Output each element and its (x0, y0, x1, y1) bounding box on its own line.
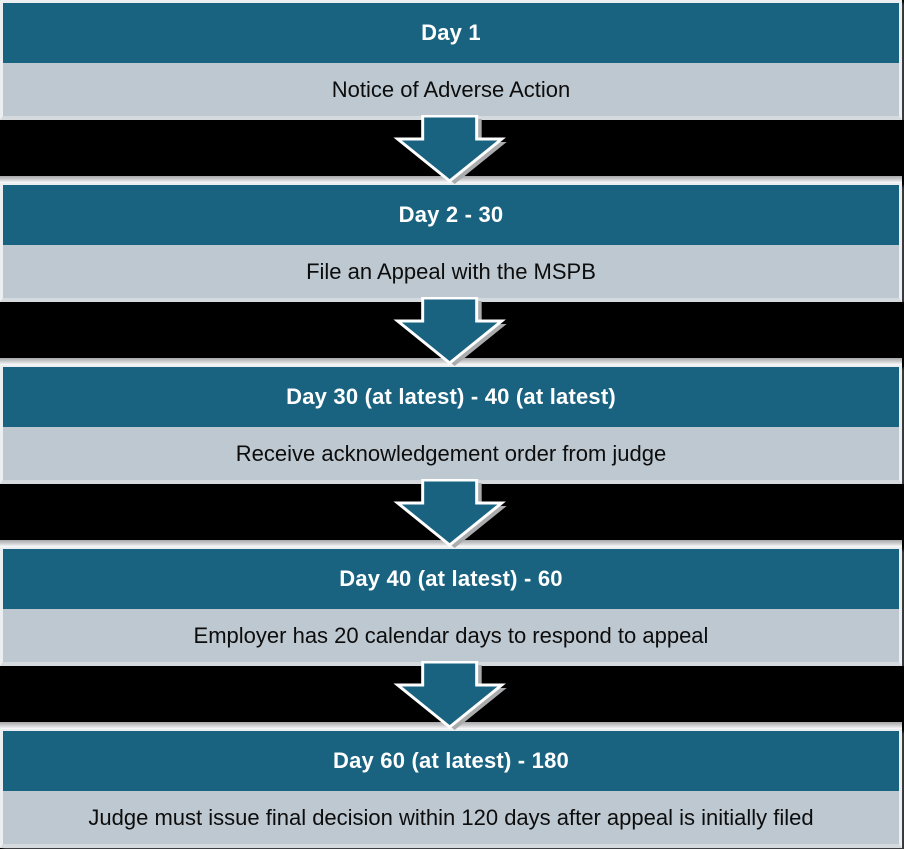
step-header: Day 60 (at latest) - 180 (3, 731, 899, 791)
down-arrow-icon (393, 661, 507, 730)
flow-step-3: Day 30 (at latest) - 40 (at latest) Rece… (0, 365, 902, 484)
step-body: Employer has 20 calendar days to respond… (3, 609, 899, 662)
flow-step-2: Day 2 - 30 File an Appeal with the MSPB (0, 183, 902, 302)
down-arrow-icon (393, 115, 507, 184)
step-body: Receive acknowledgement order from judge (3, 427, 899, 480)
flow-step-5: Day 60 (at latest) - 180 Judge must issu… (0, 729, 902, 848)
step-header: Day 2 - 30 (3, 185, 899, 245)
step-body: Judge must issue final decision within 1… (3, 791, 899, 844)
down-arrow-icon (393, 479, 507, 548)
step-connector-gap (0, 479, 904, 548)
step-header: Day 1 (3, 3, 899, 63)
step-connector-gap (0, 661, 904, 730)
step-body: File an Appeal with the MSPB (3, 245, 899, 298)
step-connector-gap (0, 115, 904, 184)
step-header: Day 40 (at latest) - 60 (3, 549, 899, 609)
down-arrow-icon (393, 297, 507, 366)
step-connector-gap (0, 297, 904, 366)
step-body: Notice of Adverse Action (3, 63, 899, 116)
flow-step-1: Day 1 Notice of Adverse Action (0, 0, 902, 120)
flow-step-4: Day 40 (at latest) - 60 Employer has 20 … (0, 547, 902, 666)
step-header: Day 30 (at latest) - 40 (at latest) (3, 367, 899, 427)
